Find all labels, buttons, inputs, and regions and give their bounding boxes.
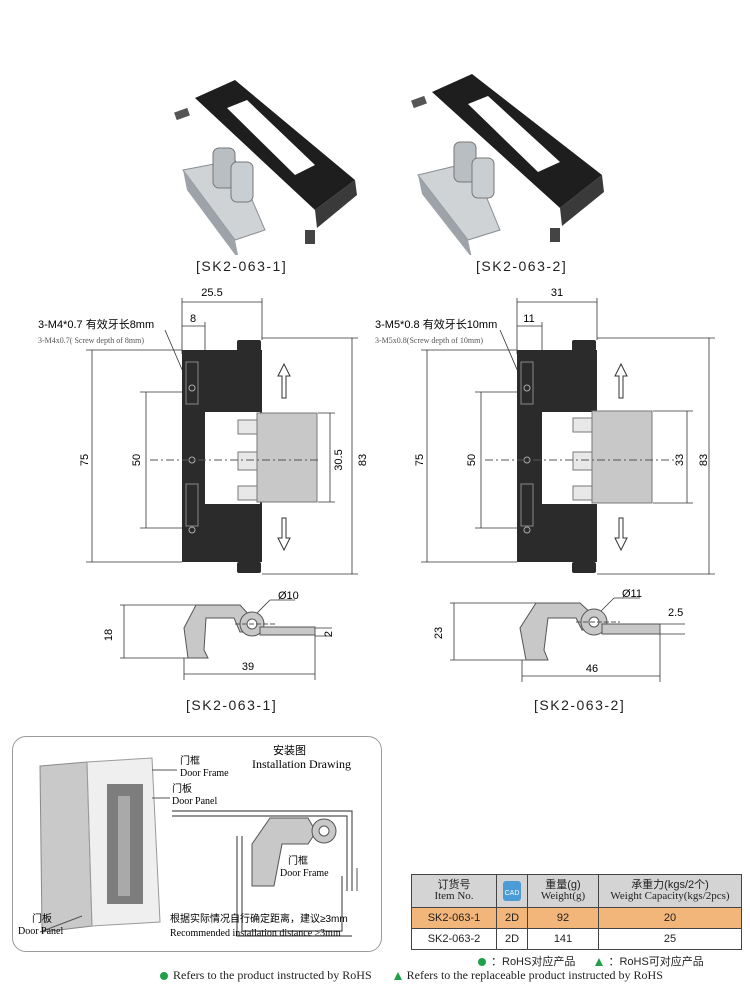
dim-thickness-2: 2.5 [668,607,683,619]
header-item-no: 订货号 Item No. [411,874,497,908]
product-photo-sk2-063-1 [174,80,357,255]
thread-spec-en-2: 3-M5x0.8(Screw depth of 10mm) [375,336,483,345]
install-note-cn: 根据实际情况自行确定距离，建议≥3mm [170,912,348,925]
table-row: SK2-063-1 2D 92 20 [411,907,742,929]
install-title-en: Installation Drawing [252,757,351,771]
door-frame2-label-en: Door Frame [280,868,329,879]
header-item-cn: 订货号 [437,879,471,891]
rohs-triangle-icon [393,972,402,981]
dim-side-length-2: 46 [586,663,598,675]
door-panel-label-cn: 门板 [172,782,192,795]
legend-en: Refers to the product instructed by RoHS… [160,968,663,983]
dim-total-height-2: 83 [698,454,710,466]
dim-hole-pitch-2: 50 [466,454,478,466]
dim-hole-pitch-1: 50 [131,454,143,466]
header-item-en: Item No. [434,890,474,902]
row-cad: 2D [496,907,528,929]
row-cad: 2D [496,928,528,950]
door-frame-label-cn: 门框 [180,754,200,767]
rohs-triangle-icon [595,958,604,967]
thread-spec-cn-1: 3-M4*0.7 有效牙长8mm [38,317,154,331]
dim-total-height-1: 83 [357,454,369,466]
legend-rohs-en: Refers to the product instructed by RoHS [173,968,372,982]
header-cad: CAD [496,874,528,908]
header-weight-en: Weight(g) [540,890,586,902]
dim-leaf-1: 30.5 [333,449,345,470]
door-panel2-label-cn: 门板 [32,912,52,925]
header-capacity-en: Weight Capacity(kgs/2pcs) [610,890,730,902]
dim-width-1: 25.5 [201,287,222,299]
door-frame-label-en: Door Frame [180,768,229,779]
rohs-dot-icon [478,958,486,967]
install-note-en: Recommended installation distance ≥3mm [170,928,341,939]
product-code-caption-1: [SK2-063-1] [196,258,288,274]
dim-diameter-1: Ø10 [278,590,299,602]
header-capacity: 承重力(kgs/2个) Weight Capacity(kgs/2pcs) [598,874,742,908]
header-capacity-cn: 承重力(kgs/2个) [631,879,709,891]
side-view-caption-2: [SK2-063-2] [534,697,626,713]
table-header-row: 订货号 Item No. CAD 重量(g) Weight(g) 承重力(kgs… [411,874,742,908]
installation-drawing: 安装图 Installation Drawing 门框 Door Frame 门… [18,743,358,939]
legend-cn: ：RoHS对应产品 ：RoHS可对应产品 [478,953,704,969]
dim-body-height-1: 75 [79,454,91,466]
door-panel-label-en: Door Panel [172,796,217,807]
install-title-cn: 安装图 [273,743,306,757]
dim-side-height-2: 23 [433,627,445,639]
thread-spec-en-1: 3-M4x0.7( Screw depth of 8mm) [38,336,144,345]
dim-body-height-2: 75 [414,454,426,466]
header-weight: 重量(g) Weight(g) [527,874,599,908]
side-view-caption-1: [SK2-063-1] [186,697,278,713]
legend-replace-en: Refers to the replaceable product instru… [406,968,663,982]
door-frame2-label-cn: 门框 [288,854,308,867]
front-view-drawing-1: 25.5 8 75 50 30.5 83 3-M4*0.7 有效牙长8mm 3-… [38,287,369,575]
legend-rohs-cn: ：RoHS对应产品 [491,956,576,968]
dim-thickness-1: 2 [323,631,335,637]
dim-leaf-2: 33 [674,454,686,466]
dim-width-2: 31 [551,287,563,299]
side-view-drawing-2: 23 2.5 46 Ø11 [433,588,685,682]
product-photo-sk2-063-2 [411,74,604,255]
table-row: SK2-063-2 2D 141 25 [411,928,742,950]
side-view-drawing-1: 18 2 39 Ø10 [103,590,335,680]
door-panel2-label-en: Door Panel [18,926,63,937]
row-weight: 92 [527,907,599,929]
row-item: SK2-063-2 [411,928,497,950]
dim-side-height-1: 18 [103,629,115,641]
product-code-caption-2: [SK2-063-2] [476,258,568,274]
dim-side-length-1: 39 [242,661,254,673]
row-capacity: 25 [598,928,742,950]
row-capacity: 20 [598,907,742,929]
row-weight: 141 [527,928,599,950]
cad-icon: CAD [503,881,521,901]
legend-replace-cn: ：RoHS可对应产品 [608,956,704,968]
dim-offset-2: 11 [523,313,534,325]
thread-spec-cn-2: 3-M5*0.8 有效牙长10mm [375,317,497,331]
dim-diameter-2: Ø11 [622,588,642,600]
row-item: SK2-063-1 [411,907,497,929]
header-weight-cn: 重量(g) [545,879,581,891]
front-view-drawing-2: 31 11 75 50 33 83 3-M5*0.8 有效牙长10mm 3-M5… [375,287,715,575]
rohs-dot-icon [160,972,168,981]
spec-table: 订货号 Item No. CAD 重量(g) Weight(g) 承重力(kgs… [411,874,742,950]
dim-offset-1: 8 [190,313,196,325]
